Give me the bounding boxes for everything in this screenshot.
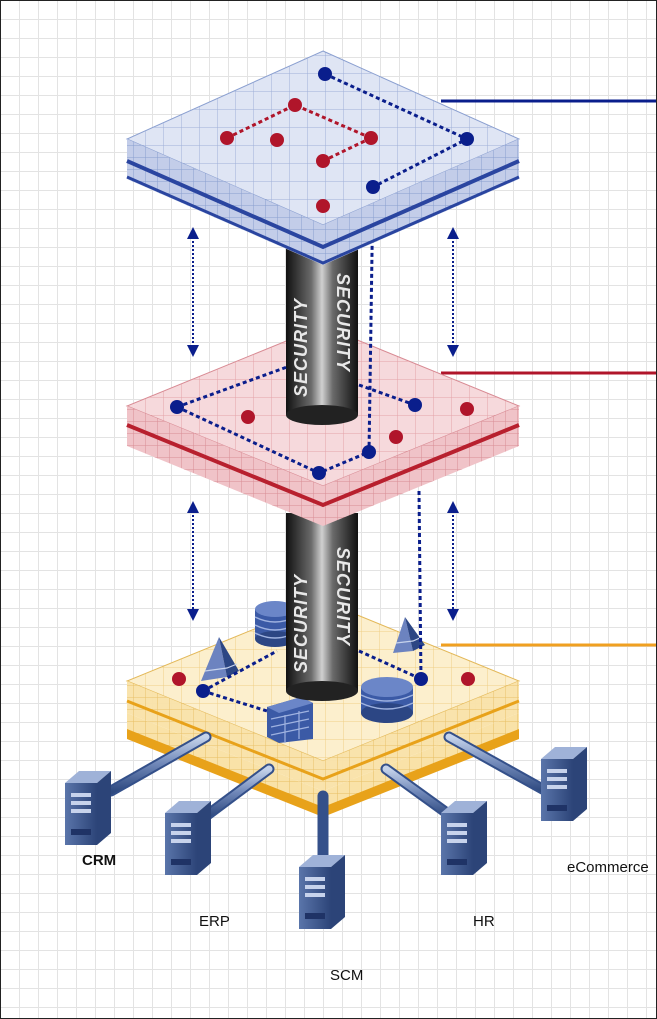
- node-dot: [389, 430, 403, 444]
- database-icon: [360, 677, 414, 723]
- ecommerce-server-icon: [541, 747, 587, 821]
- scm-label: SCM: [330, 967, 364, 984]
- security-pillar-upper: SECURITY SECURITY: [286, 237, 358, 425]
- middle-layer-connections: [170, 186, 474, 682]
- node-dot: [220, 131, 234, 145]
- pillar-label-left: SECURITY: [291, 573, 311, 673]
- ecommerce-label: eCommerce: [567, 859, 649, 876]
- hr-label: HR: [473, 913, 495, 930]
- node-dot: [460, 402, 474, 416]
- layer-flow-arrows: [187, 227, 459, 621]
- hr-server-icon: [441, 801, 487, 875]
- crm-label: CRM: [82, 852, 117, 869]
- top-layer-platform: [125, 50, 521, 265]
- node-dot: [172, 672, 186, 686]
- pillar-label-left: SECURITY: [291, 297, 311, 397]
- node-dot: [241, 410, 255, 424]
- node-dot: [288, 98, 302, 112]
- erp-label: ERP: [199, 913, 230, 930]
- security-pillar-lower: SECURITY SECURITY: [286, 513, 358, 701]
- erp-server-icon: [165, 801, 211, 875]
- node-dot: [364, 131, 378, 145]
- node-dot: [270, 133, 284, 147]
- bottom-layer-connections: [172, 649, 475, 713]
- firewall-icon: [267, 697, 313, 743]
- top-layer-connections: [220, 67, 474, 213]
- pyramid-icon: [201, 637, 239, 681]
- crm-server-icon: [65, 771, 111, 845]
- node-dot: [460, 132, 474, 146]
- node-dot: [461, 672, 475, 686]
- pillar-label-right: SECURITY: [333, 547, 353, 647]
- node-dot: [316, 199, 330, 213]
- pillar-label-right: SECURITY: [333, 273, 353, 373]
- node-dot: [316, 154, 330, 168]
- node-dot: [414, 672, 428, 686]
- node-dot: [366, 180, 380, 194]
- node-dot: [318, 67, 332, 81]
- node-dot: [362, 445, 376, 459]
- node-dot: [408, 398, 422, 412]
- node-dot: [196, 684, 210, 698]
- node-dot: [312, 466, 326, 480]
- node-dot: [170, 400, 184, 414]
- pyramid-icon: [393, 617, 425, 653]
- scm-server-icon: [299, 855, 345, 929]
